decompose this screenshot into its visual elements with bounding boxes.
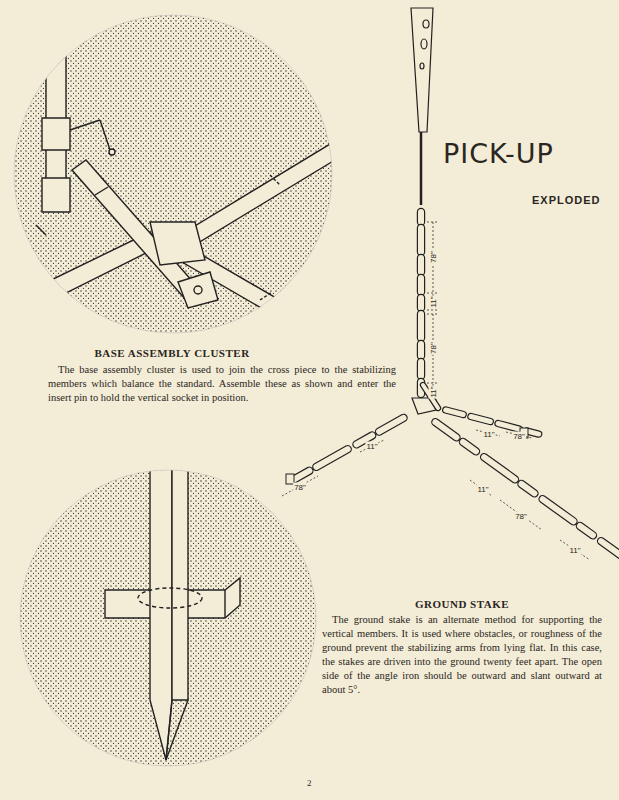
- section-heading: GROUND STAKE: [415, 598, 509, 610]
- dimension-label: 78": [429, 250, 438, 264]
- section-heading: BASE ASSEMBLY CLUSTER: [94, 347, 249, 359]
- tube-fill: [423, 385, 438, 408]
- tube-fill: [294, 471, 310, 480]
- tube-outline: [446, 410, 463, 415]
- dimension-line: [360, 440, 384, 452]
- tube-fill: [418, 228, 424, 252]
- subtitle: EXPLODED: [532, 194, 601, 206]
- dimension-label: 11": [365, 442, 378, 451]
- tube-fill: [580, 526, 593, 535]
- tube-outline: [463, 442, 476, 451]
- dimension-label: 78": [514, 512, 528, 521]
- tube-fill: [418, 344, 424, 356]
- dimension-line: [560, 540, 590, 560]
- tube-outline: [417, 228, 425, 252]
- tube-outline: [521, 484, 534, 493]
- tube-outline: [417, 278, 425, 292]
- tube-fill: [418, 314, 424, 338]
- tube-outline: [484, 457, 515, 479]
- tube-fill: [463, 442, 476, 451]
- dimension-label: 11": [568, 546, 581, 555]
- exploded-view: [282, 8, 619, 560]
- tube-fill: [379, 418, 403, 432]
- dimension-label: 11": [482, 430, 495, 439]
- tube-outline: [417, 258, 425, 272]
- dimension-line: [427, 383, 438, 384]
- body-text: The base assembly cluster is used to joi…: [48, 363, 396, 405]
- tube-fill: [446, 410, 463, 415]
- tube-outline: [316, 449, 347, 467]
- tube-fill: [316, 449, 347, 467]
- dimension-label: 11": [429, 385, 438, 398]
- tube-fill: [418, 212, 424, 222]
- dimension-label: 78": [293, 483, 307, 492]
- tube-fill: [471, 417, 490, 422]
- tube-fill: [418, 278, 424, 292]
- page-number: 2: [307, 778, 312, 788]
- dimension-line: [470, 480, 492, 496]
- tube-fill: [543, 499, 574, 521]
- tube-outline: [417, 344, 425, 356]
- tube-outline: [580, 526, 593, 535]
- dimension-line: [427, 310, 438, 311]
- tube-fill: [435, 422, 456, 437]
- tube-outline: [417, 362, 425, 376]
- tube-fill: [527, 431, 539, 434]
- tube-outline: [423, 385, 438, 408]
- dimension-label: 11": [429, 295, 438, 308]
- tube-fill: [418, 298, 424, 308]
- tube-outline: [294, 471, 310, 480]
- tube-outline: [417, 314, 425, 338]
- tube-fill: [484, 457, 515, 479]
- dimension-line: [282, 476, 318, 496]
- tube-fill: [521, 484, 534, 493]
- tube-fill: [498, 424, 519, 430]
- tube-outline: [527, 431, 539, 434]
- dimension-label: 78": [512, 432, 526, 441]
- page-title: PICK-UP: [443, 138, 554, 169]
- tube-fill: [601, 541, 619, 560]
- dimension-line: [427, 293, 438, 294]
- tube-outline: [417, 212, 425, 222]
- tube-outline: [435, 422, 456, 437]
- tube-fill: [418, 362, 424, 376]
- dimension-line: [427, 222, 438, 223]
- dimension-line: [427, 314, 438, 315]
- dimension-label: 11": [476, 485, 489, 494]
- dimension-label: 78": [429, 341, 438, 355]
- tube-outline: [601, 541, 619, 560]
- tube-outline: [498, 424, 519, 430]
- tube-fill: [418, 258, 424, 272]
- tube-outline: [471, 417, 490, 422]
- tube-outline: [417, 298, 425, 308]
- body-text: The ground stake is an alternate method …: [322, 613, 602, 697]
- tube-outline: [543, 499, 574, 521]
- detail-circle: [20, 460, 316, 766]
- tube-outline: [379, 418, 403, 432]
- detail-circle: [10, 0, 348, 352]
- dimension-line: [500, 500, 542, 530]
